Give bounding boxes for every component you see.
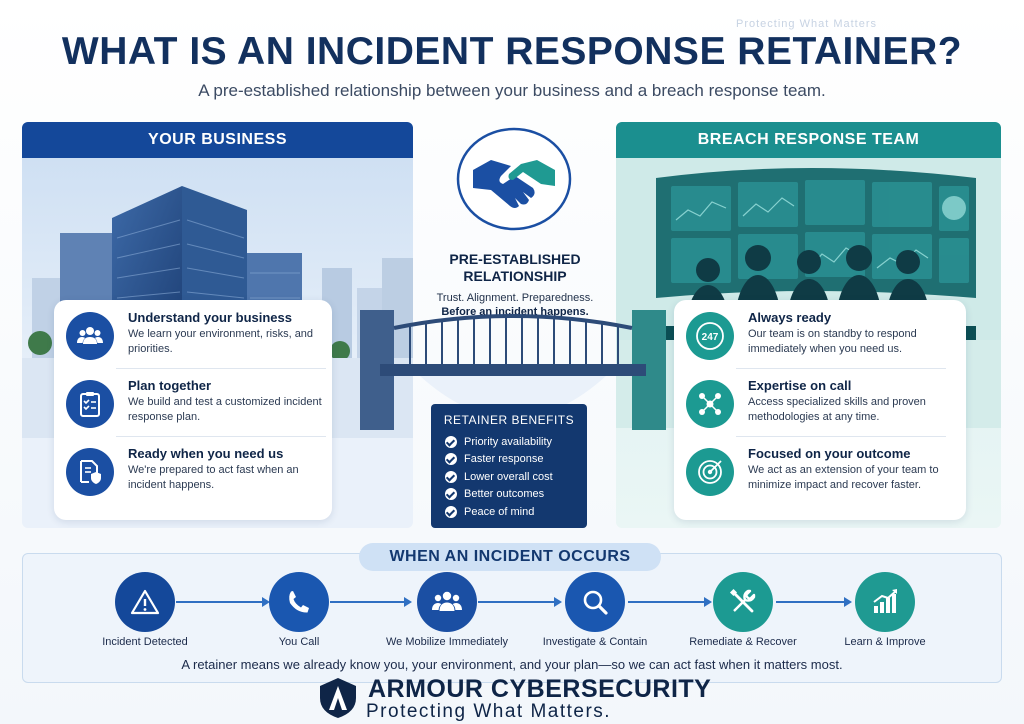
check-icon [445,488,457,500]
phone-icon [269,572,329,632]
retainer-benefits-box: RETAINER BENEFITS Priority availability … [431,404,587,528]
step-label: Remediate & Recover [689,636,797,648]
document-shield-icon [66,448,114,496]
clipboard-checklist-icon [66,380,114,428]
business-item-ready: Ready when you need us We're prepared to… [66,442,328,504]
flow-arrow [628,597,712,607]
warning-icon [115,572,175,632]
divider [736,368,946,369]
relationship-subtitle: Trust. Alignment. Preparedness. [436,292,594,304]
step-incident-detected: Incident Detected [70,572,220,652]
business-item-desc: We learn your environment, risks, and pr… [128,328,314,355]
flow-arrow [776,597,852,607]
divider [116,368,326,369]
team-capabilities-card: 247 Always ready Our team is on standby … [674,300,966,520]
step-you-call: You Call [224,572,374,652]
team-item-desc: Access specialized skills and proven met… [748,396,926,423]
people-icon [66,312,114,360]
business-item-title: Plan together [128,378,212,393]
flow-arrow [330,597,412,607]
armour-logo-icon [320,678,356,718]
team-item-expertise: Expertise on call Access specialized ski… [686,374,948,436]
breach-response-panel: BREACH RESPONSE TEAM [616,122,1001,528]
flow-arrow [478,597,562,607]
benefit-item: Lower overall cost [445,469,553,485]
business-steps-card: Understand your business We learn your e… [54,300,332,520]
growth-chart-icon [855,572,915,632]
team-item-title: Always ready [748,310,832,325]
check-icon [445,453,457,465]
benefit-item: Priority availability [445,434,552,450]
step-learn-improve: Learn & Improve [810,572,960,652]
step-mobilize: We Mobilize Immediately [372,572,522,652]
team-item-desc: Our team is on standby to respond immedi… [748,328,917,355]
target-icon [686,448,734,496]
business-item-desc: We build and test a customized incident … [128,396,322,423]
magnifier-icon [565,572,625,632]
24-7-icon: 247 [686,312,734,360]
business-item-title: Ready when you need us [128,446,284,461]
step-remediate: Remediate & Recover [668,572,818,652]
divider [116,436,326,437]
team-item-outcome: Focused on your outcome We act as an ext… [686,442,948,504]
benefit-item: Faster response [445,451,543,467]
check-icon [445,471,457,483]
handshake-icon [456,127,572,231]
step-label: Incident Detected [102,636,188,648]
benefit-item: Peace of mind [445,504,534,520]
benefits-heading: RETAINER BENEFITS [443,413,575,427]
team-item-title: Focused on your outcome [748,446,911,461]
team-icon [417,572,477,632]
flow-arrow [176,597,270,607]
step-label: We Mobilize Immediately [385,636,509,648]
business-item-title: Understand your business [128,310,292,325]
incident-heading: WHEN AN INCIDENT OCCURS [359,543,661,571]
network-nodes-icon [686,380,734,428]
relationship-subtitle-emphasis: Before an incident happens. [441,306,589,318]
check-icon [445,506,457,518]
business-item-understand: Understand your business We learn your e… [66,306,328,368]
step-label: Investigate & Contain [542,636,648,648]
benefit-item: Better outcomes [445,486,544,502]
your-business-panel: YOUR BUSINESS [22,122,413,528]
brand-logo: ARMOUR CYBERSECURITY Protecting What Mat… [316,674,736,722]
team-item-always-ready: 247 Always ready Our team is on standby … [686,306,948,368]
team-item-desc: We act as an extension of your team to m… [748,464,939,491]
your-business-heading: YOUR BUSINESS [22,122,413,158]
breach-response-heading: BREACH RESPONSE TEAM [616,122,1001,158]
step-label: You Call [278,636,320,648]
page-subtitle: A pre-established relationship between y… [198,81,826,100]
business-item-plan: Plan together We build and test a custom… [66,374,328,436]
brand-tagline: Protecting What Matters. [366,701,612,722]
retainer-tagline: A retainer means we already know you, yo… [181,657,843,672]
check-icon [445,436,457,448]
step-label: Learn & Improve [844,636,926,648]
tools-icon [713,572,773,632]
incident-timeline-box [22,553,1002,683]
business-item-desc: We're prepared to act fast when an incid… [128,464,299,491]
divider [736,436,946,437]
svg-text:247: 247 [702,332,719,343]
step-investigate: Investigate & Contain [520,572,670,652]
team-item-title: Expertise on call [748,378,852,393]
page-title: WHAT IS AN INCIDENT RESPONSE RETAINER? [61,30,963,73]
brand-name: ARMOUR CYBERSECURITY [368,675,712,703]
relationship-title: PRE-ESTABLISHED RELATIONSHIP [449,251,581,284]
watermark-text: Protecting What Matters [736,18,877,30]
